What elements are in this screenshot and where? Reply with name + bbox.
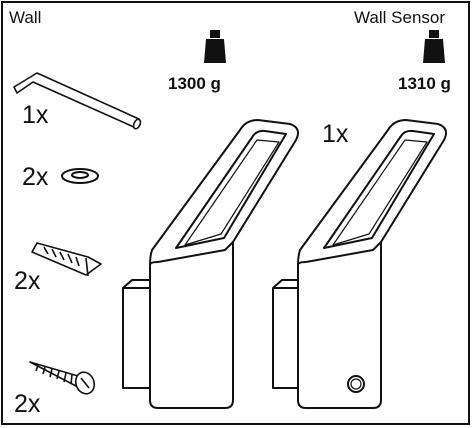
weight-icon: [204, 30, 226, 63]
wall-weight: 1300 g: [168, 74, 221, 93]
hex-key-quantity: 1x: [22, 101, 49, 129]
weight-icon: [423, 30, 445, 63]
hex-key-icon: [13, 72, 142, 130]
wall-label: Wall: [9, 8, 42, 27]
screw-icon: [29, 361, 96, 395]
wall-lamp-icon: [122, 119, 299, 409]
washer-icon: [61, 168, 99, 184]
wall-sensor-weight: 1310 g: [398, 74, 451, 93]
wall-sensor-lamp-icon: [272, 119, 447, 409]
wall-plug-quantity: 2x: [14, 267, 41, 295]
wall-sensor-label: Wall Sensor: [354, 8, 446, 27]
screw-quantity: 2x: [14, 390, 41, 418]
sensor-lamp-quantity: 1x: [322, 120, 349, 148]
wall-plug-icon: [31, 242, 102, 277]
washer-quantity: 2x: [22, 163, 49, 191]
